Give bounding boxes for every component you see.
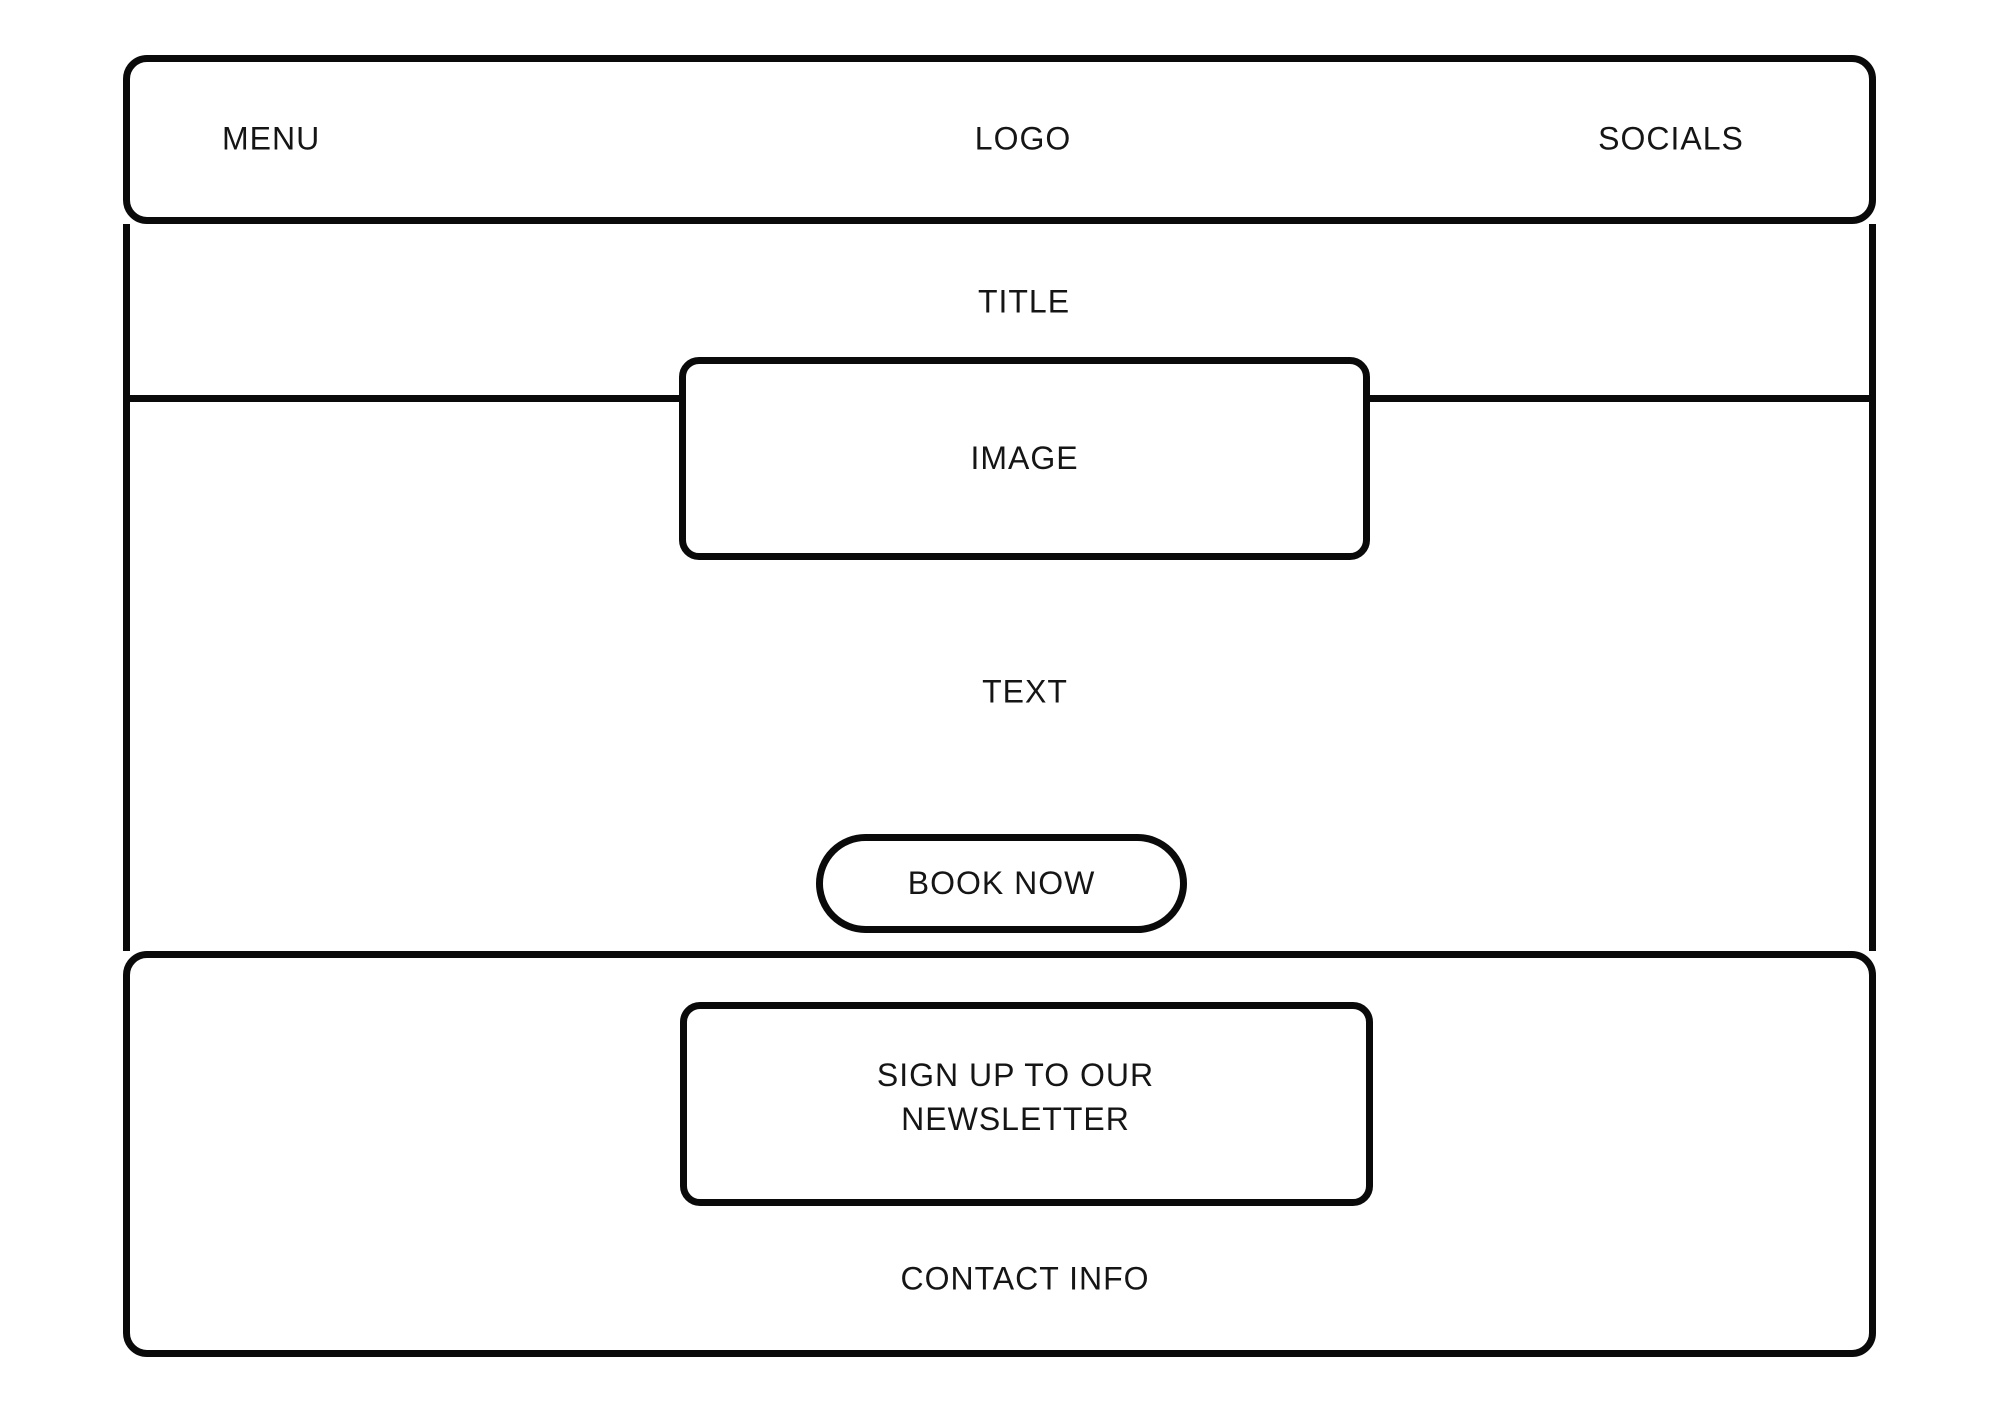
image-placeholder-label: IMAGE (970, 440, 1079, 476)
text-placeholder-label: TEXT (982, 673, 1068, 710)
header-bar: MENU LOGO SOCIALS (123, 55, 1876, 224)
page-title: TITLE (977, 283, 1071, 320)
book-now-button[interactable]: BOOK NOW (816, 834, 1187, 933)
book-now-label: BOOK NOW (907, 865, 1096, 901)
newsletter-signup-label: SIGN UP TO OUR NEWSLETTER (876, 1057, 1155, 1137)
newsletter-signup-box[interactable]: SIGN UP TO OUR NEWSLETTER (680, 1002, 1373, 1206)
image-placeholder-box: IMAGE (679, 357, 1370, 560)
footer-section: SIGN UP TO OUR NEWSLETTER CONTACT INFO (123, 951, 1876, 1357)
menu-item[interactable]: MENU (222, 120, 321, 157)
socials-link[interactable]: SOCIALS (1598, 120, 1744, 157)
logo[interactable]: LOGO (974, 120, 1072, 157)
main-section: IMAGE TEXT BOOK NOW (123, 357, 1876, 951)
contact-info-label: CONTACT INFO (900, 1260, 1150, 1297)
